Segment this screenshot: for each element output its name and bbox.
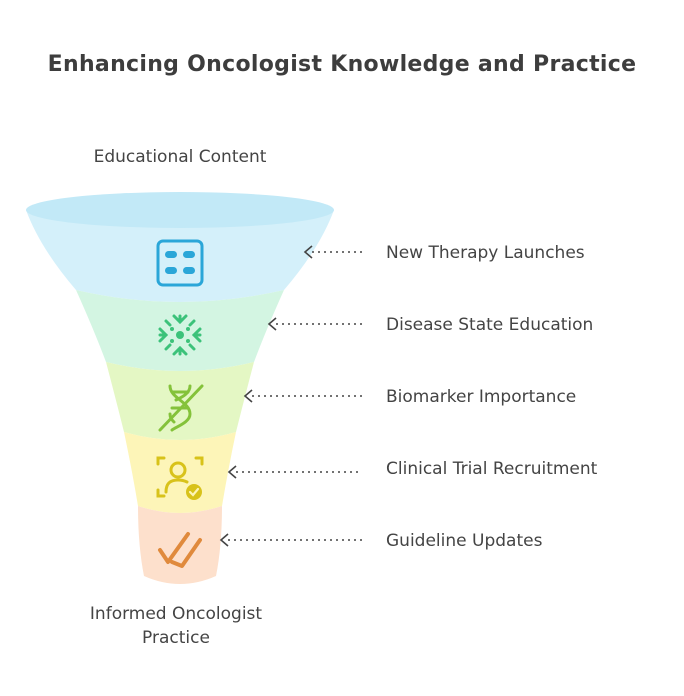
- pill-grid-icon: [156, 239, 204, 287]
- connector-arrows: [219, 245, 362, 547]
- funnel-output-label-line-1: Informed Oncologist: [89, 604, 263, 624]
- stage-label-biomarker-importance: Biomarker Importance: [386, 387, 577, 407]
- virus-cell-icon: [158, 314, 202, 356]
- funnel-output-label: Informed Oncologist Practice: [30, 602, 322, 650]
- stage-label-disease-state-education: Disease State Education: [386, 315, 594, 335]
- arrow-stage-4: [227, 465, 362, 479]
- arrow-stage-5: [219, 533, 362, 547]
- patient-check-icon: [156, 456, 204, 500]
- funnel-input-label: Educational Content: [93, 147, 267, 167]
- funnel-output-label-line-2: Practice: [142, 628, 210, 648]
- funnel-stage-4: [124, 432, 236, 513]
- arrow-stage-1: [303, 245, 362, 259]
- funnel-rim: [26, 192, 334, 228]
- arrow-stage-2: [267, 317, 362, 331]
- diagram-title: Enhancing Oncologist Knowledge and Pract…: [47, 52, 637, 77]
- funnel-stage-1: [26, 210, 334, 302]
- stage-label-new-therapy-launches: New Therapy Launches: [386, 243, 585, 263]
- funnel-stage-2: [76, 290, 284, 371]
- stage-label-clinical-trial-recruitment: Clinical Trial Recruitment: [386, 459, 598, 479]
- dna-strike-icon: [158, 384, 204, 432]
- arrow-stage-3: [243, 389, 362, 403]
- double-check-icon: [158, 532, 202, 568]
- stage-label-guideline-updates: Guideline Updates: [386, 531, 543, 551]
